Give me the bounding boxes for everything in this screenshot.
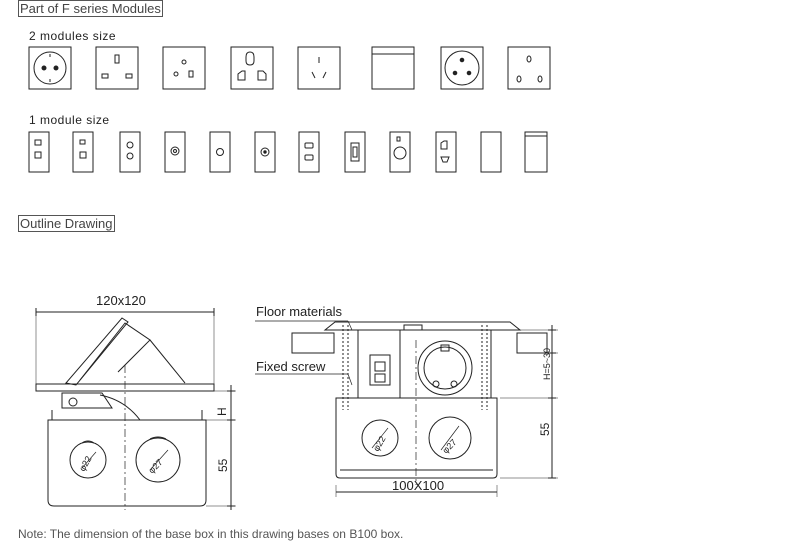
- right-height-label: 55: [538, 422, 552, 436]
- rca-jack-icon: [254, 131, 276, 173]
- schuko-socket-icon: [28, 46, 72, 90]
- uk-socket-icon: [95, 46, 139, 90]
- french-socket-icon: [162, 46, 206, 90]
- left-hole-large-label: φ27: [146, 457, 164, 475]
- rj45-single-icon: [72, 131, 94, 173]
- australian-socket-icon: [297, 46, 341, 90]
- modules-heading: Part of F series Modules: [18, 0, 163, 17]
- outline-heading: Outline Drawing: [18, 215, 115, 232]
- right-hole-large-label: φ27: [440, 437, 458, 455]
- speaker-terminal-icon: [435, 131, 457, 173]
- universal-socket-icon: [230, 46, 274, 90]
- floor-materials-label: Floor materials: [256, 304, 342, 319]
- rj45-double-icon: [28, 131, 50, 173]
- two-module-size-label: 2 modules size: [29, 29, 117, 43]
- schuko-round-socket-icon: [440, 46, 484, 90]
- right-outline-drawing: [255, 320, 558, 497]
- swiss-socket-icon: [507, 46, 551, 90]
- hdmi-double-icon: [298, 131, 320, 173]
- fixed-screw-label: Fixed screw: [256, 359, 326, 374]
- h-range-label: H=5~30: [542, 348, 552, 380]
- usb-icon: [344, 131, 366, 173]
- right-width-label: 100X100: [392, 478, 444, 493]
- blank-narrow-icon: [480, 131, 502, 173]
- xlr-icon: [389, 131, 411, 173]
- f-connector-icon: [209, 131, 231, 173]
- footnote: Note: The dimension of the base box in t…: [18, 527, 404, 541]
- audio-jack-icon: [119, 131, 141, 173]
- left-outline-drawing: [35, 308, 236, 510]
- left-width-label: 120x120: [96, 293, 146, 308]
- one-module-size-label: 1 module size: [29, 113, 110, 127]
- blank-plate-icon: [371, 46, 415, 90]
- tv-coax-icon: [164, 131, 186, 173]
- blank-narrow-2-icon: [524, 131, 548, 173]
- right-hole-small-label: φ22: [371, 434, 388, 453]
- left-height-label: 55: [216, 458, 230, 472]
- left-h-label: H: [215, 407, 229, 416]
